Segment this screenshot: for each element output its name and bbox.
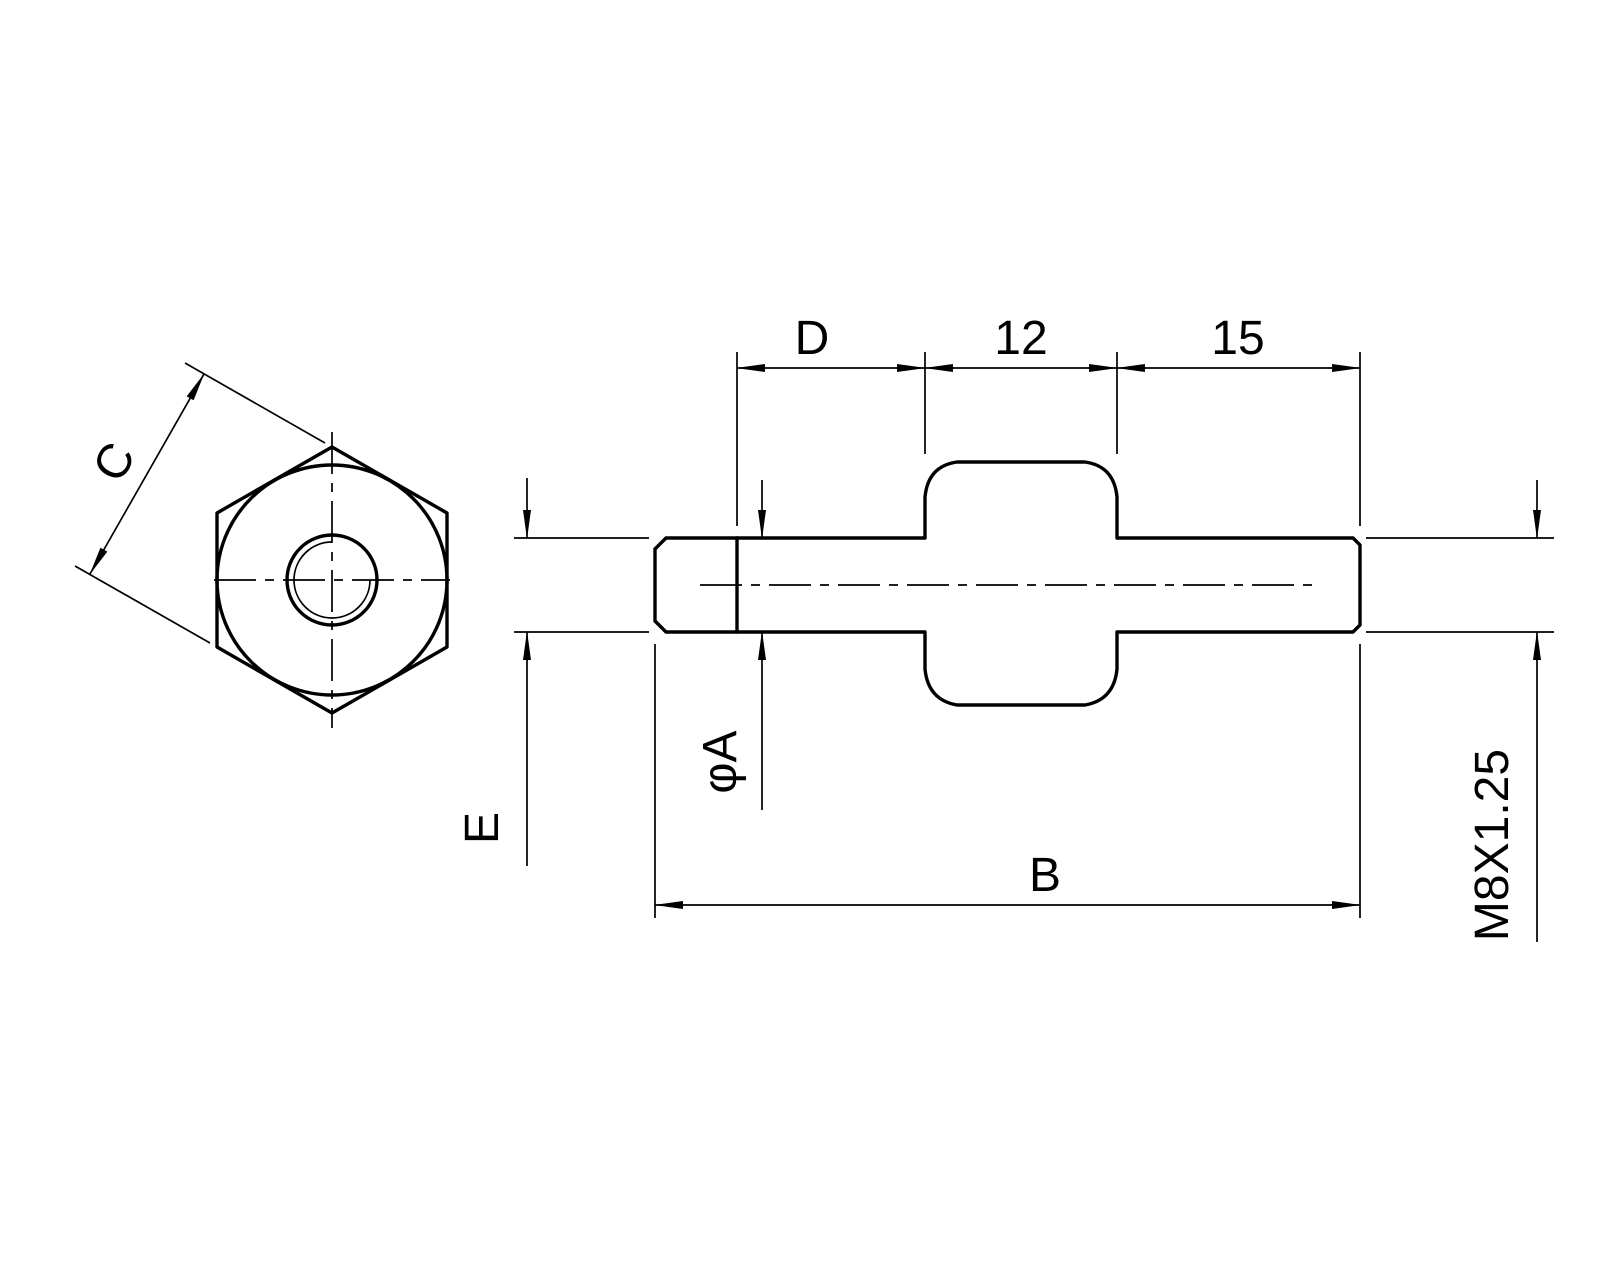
dim-m8: M8X1.25 [1366, 480, 1554, 942]
dim-e: E [456, 478, 649, 866]
dim-15-label: 15 [1211, 312, 1264, 365]
dim-e-label: E [456, 812, 509, 844]
stud-side-view [653, 460, 1362, 707]
dim-c: C [74, 362, 326, 644]
dim-b: B [654, 644, 1361, 918]
dim-m8-label: M8X1.25 [1466, 749, 1519, 941]
dim-phi-a: φA [694, 480, 766, 810]
stud-outline [653, 460, 1362, 707]
dim-b-label: B [1029, 849, 1061, 902]
dim-top-chain: D 12 15 [736, 312, 1361, 526]
dim-c-line [89, 373, 205, 575]
dim-c-extension-lower [74, 565, 211, 644]
dim-phi-a-label: φA [694, 730, 747, 793]
chamfer-circle [215, 463, 449, 697]
dim-12-label: 12 [994, 312, 1047, 365]
hex-outline [215, 445, 449, 715]
thread-arc [293, 541, 371, 619]
dim-d-label: D [795, 312, 830, 365]
dim-c-extension-upper [184, 362, 326, 444]
shaft-circle [285, 533, 379, 627]
hex-end-view [214, 432, 450, 728]
dim-c-label: C [83, 434, 146, 491]
